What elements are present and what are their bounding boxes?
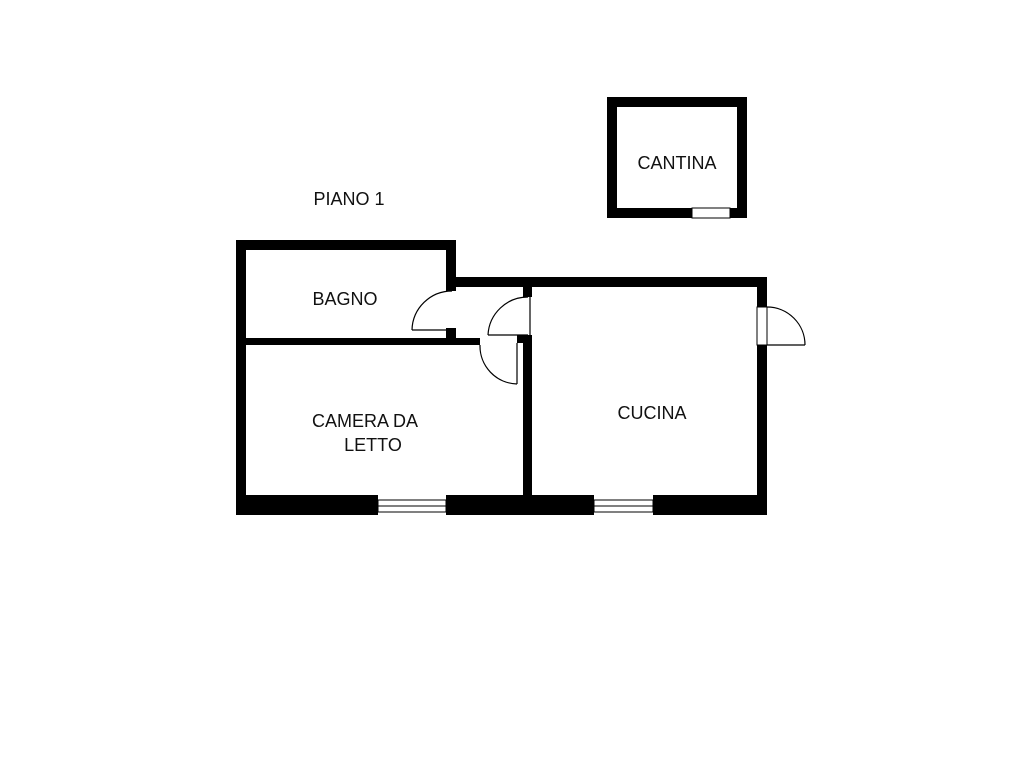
room-label-camera-line1: CAMERA DA (312, 411, 418, 431)
room-label-cantina: CANTINA (637, 153, 716, 173)
door-entrance (756, 306, 806, 346)
door-camera (479, 343, 518, 385)
cantina-door-opening (691, 207, 731, 219)
door-cucina-corridor (487, 296, 531, 336)
window-cucina (593, 499, 654, 513)
window-camera (377, 499, 447, 513)
door-bagno (411, 290, 453, 331)
room-label-cucina: CUCINA (617, 403, 686, 423)
floor-label: PIANO 1 (313, 189, 384, 209)
cantina-room (607, 97, 747, 219)
apartment-walls (236, 240, 767, 515)
room-label-camera-line2: LETTO (344, 435, 402, 455)
room-label-bagno: BAGNO (312, 289, 377, 309)
